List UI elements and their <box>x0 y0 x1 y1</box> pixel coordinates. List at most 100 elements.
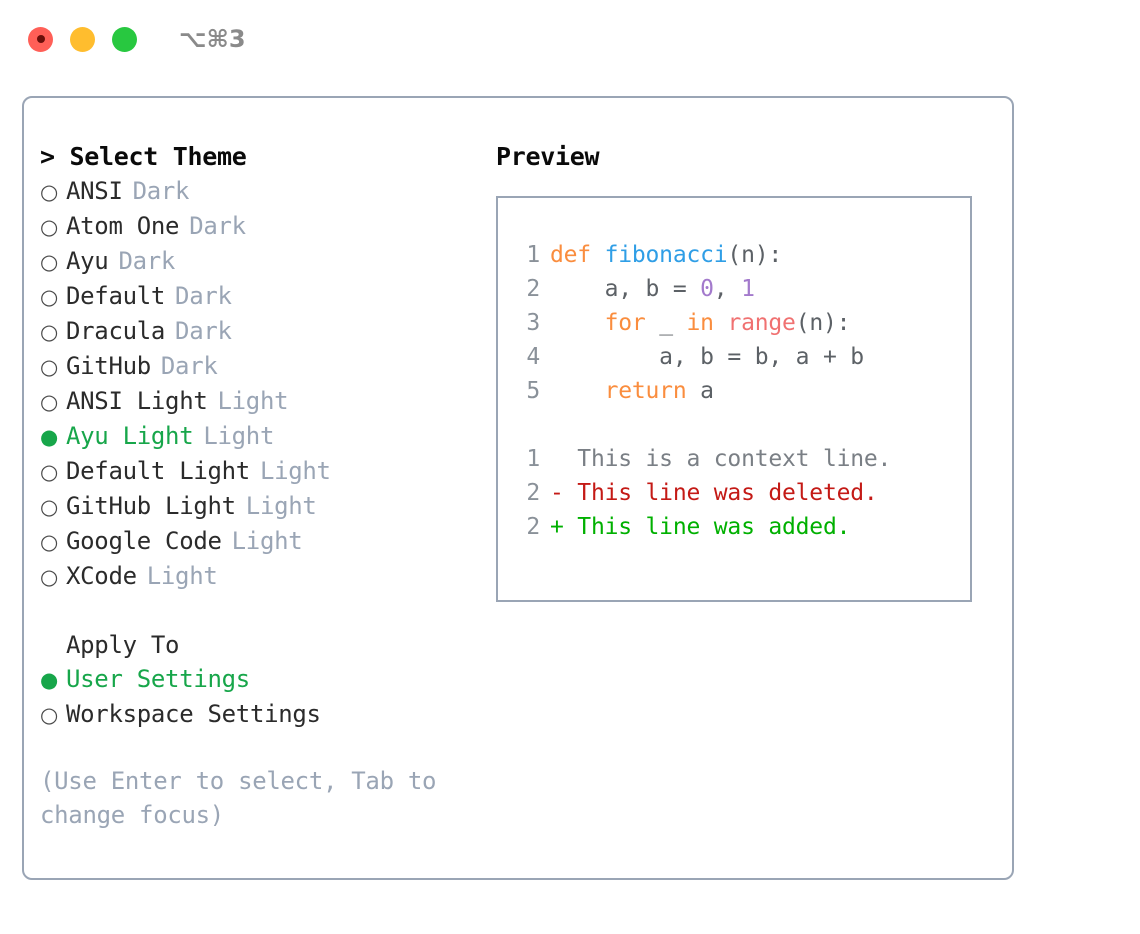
theme-option-tag: Light <box>245 492 317 520</box>
code-token: range <box>727 310 796 336</box>
radio-icon: ○ <box>40 390 59 414</box>
section-spacer <box>40 594 494 628</box>
theme-option-ansi-light[interactable]: ○ ANSI Light Light <box>40 384 494 419</box>
code-token: in <box>686 310 714 336</box>
line-number: 5 <box>526 378 540 404</box>
code-token: a <box>686 378 714 404</box>
keyboard-shortcut-label: ⌥⌘3 <box>179 25 246 53</box>
theme-option-tag: Dark <box>175 282 232 310</box>
theme-option-default-dark[interactable]: ○ Default Dark <box>40 279 494 314</box>
code-token: a, b = <box>550 276 701 302</box>
diff-text: This line was deleted. <box>563 480 878 506</box>
line-number: 4 <box>526 344 540 370</box>
radio-icon-selected: ● <box>40 668 59 692</box>
theme-option-atom-one-dark[interactable]: ○ Atom One Dark <box>40 209 494 244</box>
theme-option-ansi-dark[interactable]: ○ ANSI Dark <box>40 174 494 209</box>
radio-icon: ○ <box>40 495 59 519</box>
radio-icon: ○ <box>40 355 59 379</box>
diff-line-context: 1 This is a context line. <box>514 442 970 476</box>
theme-option-list: ○ ANSI Dark ○ Atom One Dark ○ Ayu Dark <box>40 174 494 594</box>
theme-option-github-dark[interactable]: ○ GitHub Dark <box>40 349 494 384</box>
theme-option-label: GitHub <box>66 352 151 380</box>
theme-option-github-light[interactable]: ○ GitHub Light Light <box>40 489 494 524</box>
apply-to-header: Apply To <box>66 631 180 659</box>
theme-option-xcode[interactable]: ○ XCode Light <box>40 559 494 594</box>
diff-line-added: 2 + This line was added. <box>514 510 970 544</box>
diff-sign <box>550 446 564 472</box>
theme-option-tag: Dark <box>175 317 232 345</box>
theme-option-tag: Dark <box>118 247 176 275</box>
theme-option-label: Default Light <box>66 457 250 485</box>
code-token: def <box>550 242 605 268</box>
diff-text: This line was added. <box>563 514 851 540</box>
theme-option-label: Ayu Light <box>66 422 194 450</box>
code-line: 5 return a <box>514 374 970 408</box>
diff-sign: + <box>550 514 564 540</box>
recording-indicator-icon <box>36 35 45 43</box>
code-token: (n): <box>795 310 851 336</box>
diff-line-deleted: 2- This line was deleted. <box>514 476 970 510</box>
code-line: 2 a, b = 0, 1 <box>514 272 970 306</box>
line-number: 2 <box>526 480 540 506</box>
apply-option-user-settings[interactable]: ● User Settings <box>40 662 494 697</box>
theme-option-label: XCode <box>66 562 137 590</box>
window-controls <box>28 26 137 52</box>
code-token: return <box>604 378 687 404</box>
theme-option-google-code[interactable]: ○ Google Code Light <box>40 524 494 559</box>
theme-option-tag: Light <box>203 422 275 450</box>
maximize-button-icon[interactable] <box>112 26 137 52</box>
diff-sign: - <box>550 480 564 506</box>
theme-option-ayu-dark[interactable]: ○ Ayu Dark <box>40 244 494 279</box>
close-button-icon[interactable] <box>28 26 53 52</box>
apply-option-workspace-settings[interactable]: ○ Workspace Settings <box>40 697 494 732</box>
code-token <box>714 310 728 336</box>
code-token <box>550 310 605 336</box>
line-number: 1 <box>526 242 540 268</box>
radio-icon: ○ <box>40 320 59 344</box>
apply-to-option-list: ● User Settings ○ Workspace Settings <box>40 662 494 732</box>
theme-option-default-light[interactable]: ○ Default Light Light <box>40 454 494 489</box>
theme-option-label: ANSI <box>66 177 123 205</box>
preview-spacer <box>514 408 970 442</box>
preview-header: Preview <box>496 142 600 171</box>
theme-option-tag: Light <box>259 457 331 485</box>
select-theme-header: > Select Theme <box>40 140 494 174</box>
theme-option-tag: Dark <box>189 212 246 240</box>
radio-icon: ○ <box>40 460 59 484</box>
code-token <box>550 378 605 404</box>
radio-icon: ○ <box>40 530 59 554</box>
code-token: for <box>604 310 646 336</box>
radio-icon: ○ <box>40 180 59 204</box>
code-line: 4 a, b = b, a + b <box>514 340 970 374</box>
keyboard-hint-text: (Use Enter to select, Tab to change focu… <box>40 767 437 829</box>
code-token: 0 <box>700 276 714 302</box>
radio-icon: ○ <box>40 250 59 274</box>
radio-icon: ○ <box>40 215 59 239</box>
code-token: a, b = b, a + b <box>550 344 864 370</box>
theme-option-label: Ayu <box>66 247 109 275</box>
theme-option-dracula-dark[interactable]: ○ Dracula Dark <box>40 314 494 349</box>
theme-option-ayu-light[interactable]: ● Ayu Light Light <box>40 419 494 454</box>
theme-option-label: Dracula <box>66 317 166 345</box>
preview-diff-block: 1 This is a context line. 2- This line w… <box>514 442 970 544</box>
theme-option-tag: Dark <box>132 177 190 205</box>
theme-option-label: Google Code <box>66 527 222 555</box>
radio-icon: ○ <box>40 285 59 309</box>
select-theme-title: Select Theme <box>69 142 247 171</box>
theme-option-tag: Light <box>217 387 289 415</box>
prompt-marker: > <box>40 142 55 171</box>
radio-icon: ○ <box>40 565 59 589</box>
code-line: 3 for _ in range(n): <box>514 306 970 340</box>
minimize-button-icon[interactable] <box>70 26 95 52</box>
line-number: 2 <box>526 514 540 540</box>
theme-option-tag: Light <box>231 527 303 555</box>
title-bar: ⌥⌘3 <box>0 0 1140 78</box>
radio-icon-selected: ● <box>40 425 59 449</box>
theme-list-column: > Select Theme ○ ANSI Dark ○ Atom One Da… <box>24 140 494 878</box>
line-number: 2 <box>526 276 540 302</box>
